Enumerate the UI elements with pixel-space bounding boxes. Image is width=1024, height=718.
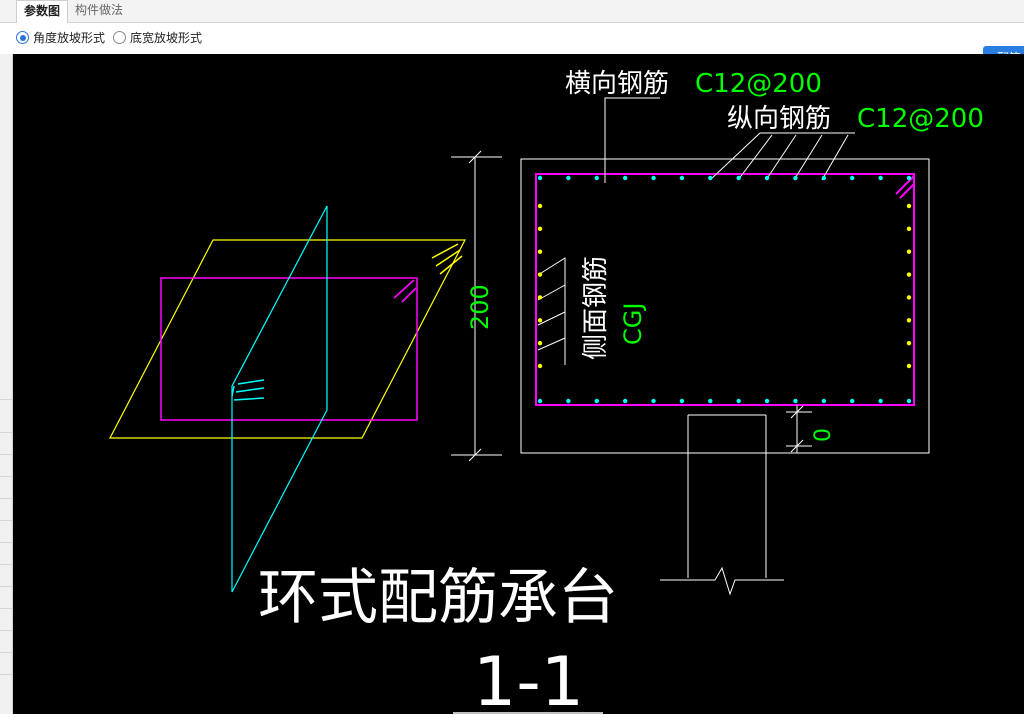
ring-stirrup: [535, 173, 915, 406]
panel-divider: [0, 542, 12, 543]
side-rebar-dot: [906, 226, 912, 232]
radio-angle-slope-label: 角度放坡形式: [33, 31, 106, 45]
top-rebar-dot: [736, 175, 741, 181]
panel-divider: [0, 608, 12, 609]
bottom-rebar-dot: [651, 398, 656, 404]
bottom-rebar-dot: [566, 398, 571, 404]
longitudinal-rebar-label: 纵向钢筋: [727, 104, 831, 134]
side-rebar-dot: [906, 203, 912, 209]
bottom-rebar-dot: [622, 398, 628, 404]
section-hooks: [393, 279, 417, 303]
tab-bar: 参数图 构件做法: [0, 0, 1024, 23]
section-label: 1-1: [473, 643, 584, 714]
radio-bottom-width-slope[interactable]: 底宽放坡形式: [113, 29, 202, 46]
tab-component-method[interactable]: 构件做法: [75, 3, 124, 17]
rebar-dots: [537, 175, 912, 404]
bottom-rebar-dot: [764, 398, 770, 404]
bottom-rebar-dot: [906, 398, 912, 404]
side-rebar-value: CGJ: [619, 303, 647, 345]
side-rebar-dot: [537, 249, 543, 254]
tab-parameter-diagram[interactable]: 参数图: [16, 0, 69, 23]
bottom-rebar-dot: [537, 398, 543, 404]
top-rebar-dot: [622, 175, 628, 181]
break-line: [660, 566, 784, 596]
cutting-plane-cyan: [231, 205, 328, 593]
cad-drawing: 横向钢筋 C12@200 纵向钢筋 C12@200 侧面钢筋 CGJ 200 0…: [109, 69, 984, 718]
transverse-rebar-label: 横向钢筋: [565, 69, 669, 99]
side-rebar-label: 侧面钢筋: [581, 256, 611, 360]
top-rebar-dot: [906, 175, 912, 181]
section-view: 横向钢筋 C12@200 纵向钢筋 C12@200 侧面钢筋 CGJ 200 0: [451, 69, 984, 596]
height-dimension-line: [451, 150, 502, 462]
bottom-rebar-dot: [679, 398, 685, 404]
bottom-rebar-dot: [850, 398, 855, 404]
top-rebar-dot: [850, 175, 855, 181]
slab-rebar-hooks: [431, 243, 463, 275]
left-side-panel: [0, 54, 13, 714]
panel-divider: [0, 630, 12, 631]
top-rebar-dot: [537, 175, 543, 181]
side-rebar-dot: [537, 203, 543, 209]
transverse-rebar-value: C12@200: [695, 69, 822, 99]
side-rebar-dot: [906, 318, 912, 323]
side-rebar-dot: [537, 318, 543, 323]
top-rebar-dot: [821, 175, 827, 181]
radio-unchecked-icon: [113, 31, 126, 44]
stirrup-hook: [895, 175, 915, 199]
offset-dimension-text: 0: [811, 428, 836, 442]
side-rebar-dot: [537, 272, 543, 277]
bottom-rebar-dot: [736, 398, 741, 404]
top-rebar-dot: [708, 175, 713, 181]
bottom-rebar-dot: [594, 398, 599, 404]
panel-divider: [0, 586, 12, 587]
isometric-view: [109, 205, 466, 593]
side-rebar-dot: [906, 272, 912, 277]
option-bar: 角度放坡形式 底宽放坡形式 配筋: [0, 23, 1024, 71]
side-rebar-dot: [537, 340, 543, 346]
side-rebar-dot: [537, 295, 543, 300]
panel-divider: [0, 432, 12, 433]
section-rect-magenta: [160, 277, 418, 421]
pile-cap-outline: [520, 158, 930, 454]
top-rebar-dot: [566, 175, 571, 181]
transverse-leader: [604, 97, 660, 183]
cutting-plane-hooks: [231, 379, 265, 401]
drawing-canvas[interactable]: 横向钢筋 C12@200 纵向钢筋 C12@200 侧面钢筋 CGJ 200 0…: [13, 54, 1024, 718]
side-rebar-dot: [906, 363, 912, 369]
panel-divider: [0, 399, 12, 400]
side-rebar-dot: [537, 363, 543, 369]
bottom-rebar-dot: [878, 398, 883, 404]
bottom-rebar-dot: [821, 398, 827, 404]
bottom-rebar-dot: [793, 398, 798, 404]
top-rebar-dot: [878, 175, 883, 181]
top-rebar-dot: [651, 175, 656, 181]
panel-divider: [0, 498, 12, 499]
offset-dimension-line: [786, 405, 812, 453]
radio-angle-slope[interactable]: 角度放坡形式: [16, 29, 105, 46]
side-rebar-dot: [537, 226, 543, 232]
longitudinal-leaders: [709, 132, 855, 181]
panel-divider: [0, 476, 12, 477]
height-dimension-text: 200: [466, 284, 494, 330]
radio-checked-icon: [16, 31, 29, 44]
slab-outline-yellow: [109, 239, 466, 439]
bottom-rebar-dot: [708, 398, 713, 404]
side-rebar-dot: [906, 295, 912, 300]
side-leaders: [537, 257, 566, 365]
top-rebar-dot: [764, 175, 770, 181]
panel-divider: [0, 564, 12, 565]
longitudinal-rebar-value: C12@200: [857, 104, 984, 134]
panel-divider: [0, 520, 12, 521]
drawing-title: 环式配筋承台: [258, 563, 618, 633]
panel-divider: [0, 652, 12, 653]
panel-divider: [0, 674, 12, 675]
panel-divider: [0, 454, 12, 455]
top-rebar-dot: [793, 175, 798, 181]
top-rebar-dot: [594, 175, 599, 181]
side-rebar-dot: [906, 340, 912, 346]
side-rebar-dot: [906, 249, 912, 254]
top-rebar-dot: [679, 175, 685, 181]
radio-bottom-width-slope-label: 底宽放坡形式: [130, 31, 203, 45]
pile-outline: [687, 414, 767, 578]
